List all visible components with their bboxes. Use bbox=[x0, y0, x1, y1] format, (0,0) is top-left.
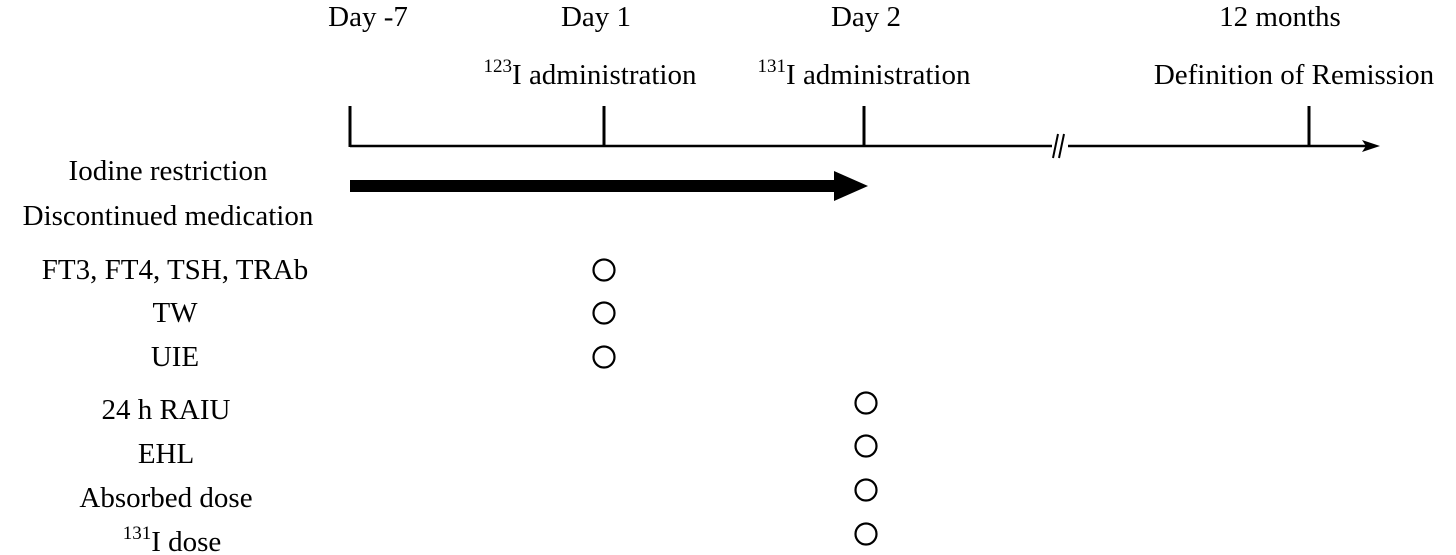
event-day2-text: I administration bbox=[786, 59, 971, 91]
measurement-label-i131-dose: 131I dose bbox=[123, 523, 222, 555]
measurement-label-thyroid-function: FT3, FT4, TSH, TRAb bbox=[42, 254, 308, 286]
day-label-minus7: Day -7 bbox=[328, 1, 408, 33]
timeline-arrowhead-icon bbox=[1362, 140, 1380, 152]
marker-circle-tw bbox=[592, 301, 616, 325]
measurement-label-absorbed-dose: Absorbed dose bbox=[79, 482, 252, 514]
marker-circle-ehl bbox=[854, 434, 878, 458]
measurement-label-ehl: EHL bbox=[138, 438, 194, 470]
marker-circle-thyroid-function bbox=[592, 258, 616, 282]
event-label-day1: 123I administration bbox=[484, 56, 697, 91]
restriction-arrowhead-icon bbox=[834, 171, 868, 201]
restriction-arrow-shaft bbox=[350, 180, 838, 192]
day-label-1: Day 1 bbox=[561, 1, 631, 33]
marker-circle-uie bbox=[592, 345, 616, 369]
measurement-label-uie: UIE bbox=[151, 341, 199, 373]
event-label-12-months: Definition of Remission bbox=[1154, 59, 1435, 91]
day-label-2: Day 2 bbox=[831, 1, 901, 33]
measurement-i131-text: I dose bbox=[151, 526, 221, 555]
restriction-arrow bbox=[350, 171, 868, 201]
timeline-axis bbox=[348, 106, 1380, 159]
measurement-label-24h-raiu: 24 h RAIU bbox=[102, 394, 231, 426]
measurement-i131-isotope: 131 bbox=[123, 523, 152, 544]
marker-circle-absorbed-dose bbox=[854, 478, 878, 502]
axis-break-icon bbox=[1052, 133, 1065, 159]
measurement-label-tw: TW bbox=[152, 297, 198, 329]
marker-circle-24h-raiu bbox=[854, 391, 878, 415]
event-day2-isotope: 131 bbox=[758, 56, 787, 77]
marker-circle-i131-dose bbox=[854, 522, 878, 546]
day-label-12-months: 12 months bbox=[1219, 1, 1341, 33]
event-label-day2: 131I administration bbox=[758, 56, 971, 91]
restriction-label-line1: Iodine restriction bbox=[69, 155, 268, 187]
event-day1-isotope: 123 bbox=[484, 56, 513, 77]
restriction-label-line2: Discontinued medication bbox=[23, 200, 314, 232]
event-day1-text: I administration bbox=[512, 59, 697, 91]
